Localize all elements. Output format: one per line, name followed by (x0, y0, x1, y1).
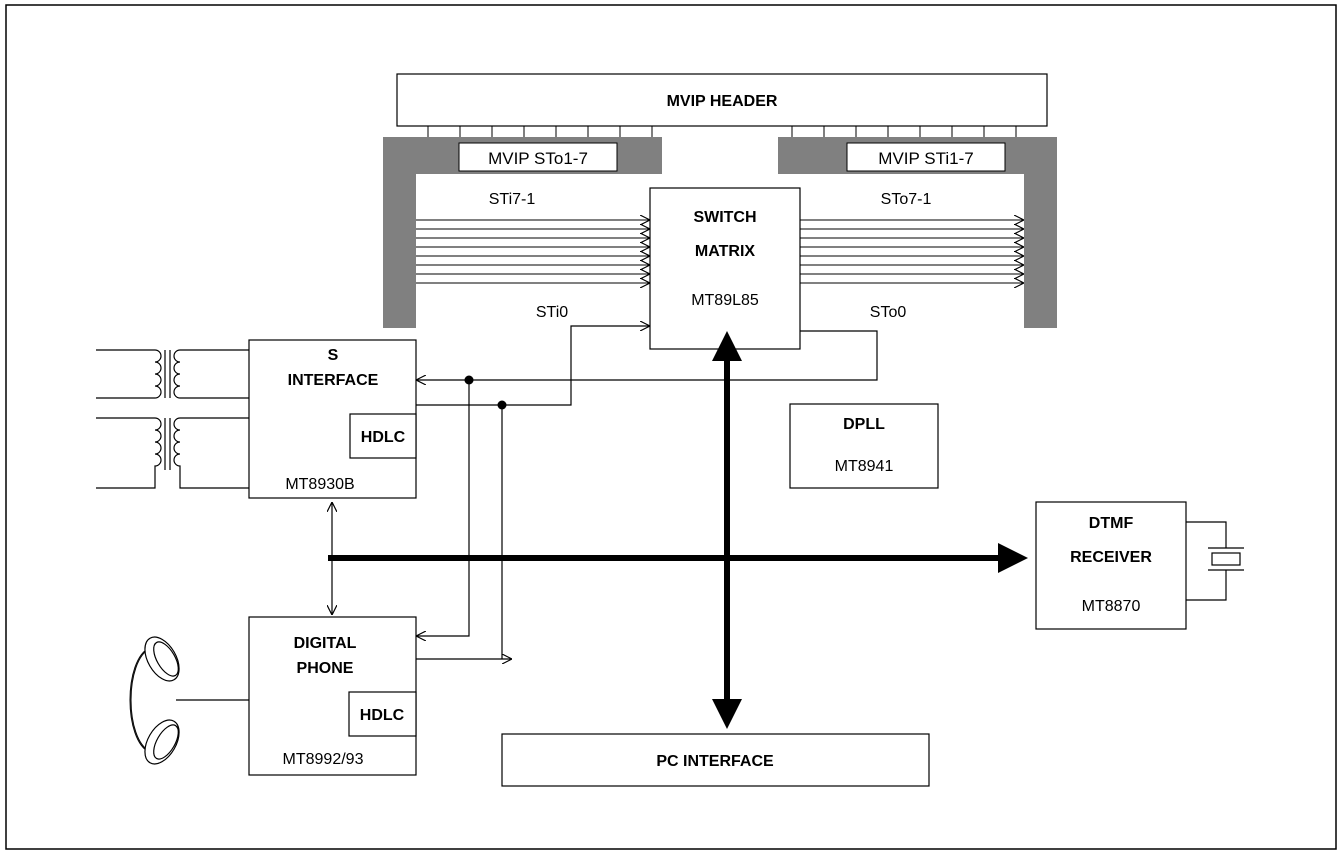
header-pins-left (427, 126, 653, 137)
pc-interface-block: PC INTERFACE (501, 733, 930, 787)
header-pins-right (791, 126, 1017, 137)
dtmf-receiver-block: DTMF RECEIVER MT8870 (1035, 501, 1187, 630)
switch-matrix-block: SWITCH MATRIX MT89L85 (649, 187, 801, 350)
s-interface-title-line2: INTERFACE (288, 372, 379, 389)
transformer-icon-lower (96, 417, 249, 489)
s-interface-part: MT8930B (285, 476, 354, 493)
mvip-sto-label-box: MVIP STo1-7 (458, 142, 618, 172)
mvip-header-label: MVIP HEADER (667, 93, 778, 110)
s-interface-block: S INTERFACE HDLC MT8930B (248, 339, 417, 499)
junction-dots (464, 375, 507, 410)
digital-phone-block: DIGITAL PHONE HDLC MT8992/93 (248, 616, 417, 776)
s-interface-title-line1: S (328, 347, 339, 364)
pc-interface-label: PC INTERFACE (656, 753, 774, 770)
digital-phone-hdlc-label: HDLC (360, 707, 405, 724)
sti0-label: STi0 (536, 304, 568, 321)
dtmf-part: MT8870 (1082, 598, 1141, 615)
digital-phone-title-line1: DIGITAL (294, 635, 357, 652)
dpll-title: DPLL (843, 416, 885, 433)
s-interface-hdlc-label: HDLC (361, 429, 406, 446)
outer-frame (5, 4, 1337, 850)
sto-bus-lines (800, 220, 1024, 283)
transformer-icon-upper (96, 349, 249, 399)
mvip-sti-label: MVIP STi1-7 (878, 149, 973, 168)
sti7-1-label: STi7-1 (489, 191, 536, 208)
switch-matrix-title-line2: MATRIX (695, 243, 755, 260)
crystal-icon (1186, 521, 1244, 601)
sto7-1-label: STo7-1 (881, 191, 932, 208)
dpll-block: DPLL MT8941 (789, 403, 939, 489)
sti-bus-lines (416, 220, 650, 283)
dpll-part: MT8941 (835, 458, 894, 475)
mvip-header: MVIP HEADER (396, 73, 1048, 137)
dtmf-title-line1: DTMF (1089, 515, 1134, 532)
dtmf-title-line2: RECEIVER (1070, 549, 1152, 566)
digital-phone-title-line2: PHONE (297, 660, 354, 677)
mvip-sto-label: MVIP STo1-7 (488, 149, 588, 168)
switch-matrix-part: MT89L85 (691, 292, 759, 309)
digital-phone-part: MT8992/93 (283, 751, 364, 768)
mvip-sti-label-box: MVIP STi1-7 (846, 142, 1006, 172)
sto0-label: STo0 (870, 304, 907, 321)
signal-links (332, 326, 878, 659)
switch-matrix-title-line1: SWITCH (693, 209, 756, 226)
digital-phone-hdlc-box (348, 691, 417, 737)
telephone-handset-icon (129, 636, 249, 765)
s-interface-hdlc-box (349, 413, 417, 459)
